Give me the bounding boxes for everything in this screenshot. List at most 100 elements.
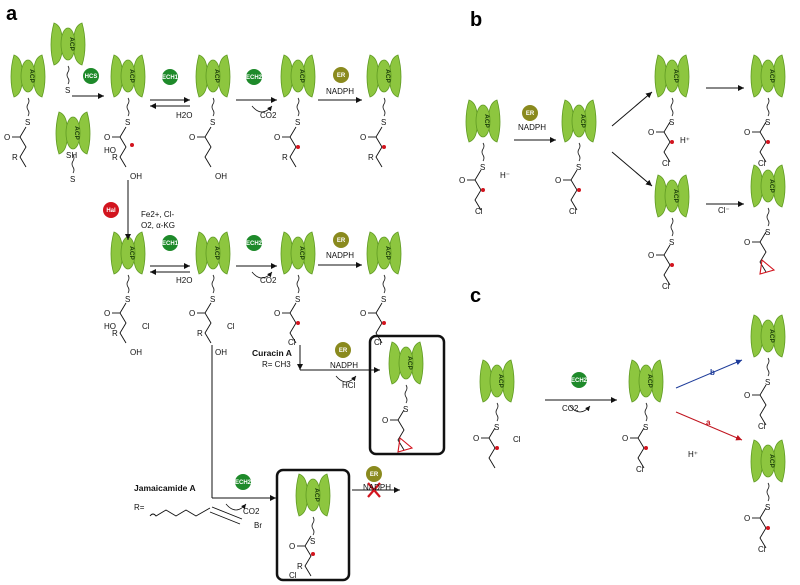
acp-label: ACP [73,126,80,140]
acp-lobe-left [195,54,209,98]
chlorine-label: Cl [142,322,150,331]
acp-lobe-right [217,54,231,98]
enzyme-circle [162,235,178,251]
sulfur-label: S [669,238,674,247]
acp-core [205,59,221,93]
oxygen-label: O [555,176,561,185]
cyclopropane-ring [759,258,776,275]
acp-lobe-right [676,174,690,218]
enzyme-circle [235,474,251,490]
acp-tether [644,402,648,422]
chlorine-label: Cl [662,282,670,291]
chain-bonds [289,302,297,344]
acp-core [305,478,321,512]
sulfur-label: S [381,295,386,304]
route-b-label: b [710,368,715,377]
oxygen-label: O [622,434,628,443]
acp-lobe-right [302,54,316,98]
cyclopropane-ring [397,436,414,453]
enzyme-badge: ECH2 [235,474,252,490]
nadph-label-1: NADPH [326,87,354,96]
stereocenter-dot [296,321,300,325]
acp-label: ACP [646,374,653,388]
enzyme-circle [333,232,349,248]
sulfur-label: S [576,163,581,172]
acp-core [376,59,392,93]
acp-lobe-left [195,231,209,275]
enzyme-label: ER [339,348,348,354]
r-group-label: R [297,562,303,571]
acp-label: ACP [497,374,504,388]
oxygen-label: O [4,133,10,142]
acp-core [376,236,392,270]
acp-lobe-left [750,54,764,98]
acp-label: ACP [28,69,35,83]
stereocenter-dot [495,446,499,450]
enzyme-circle [571,372,587,388]
acp-label: ACP [483,114,490,128]
acp-core [290,59,306,93]
chlorine-label: Cl [288,338,296,347]
acp-tether [311,516,315,536]
acp-tether [670,217,674,237]
acp-lobe-right [487,99,501,143]
curacin-name: Curacin A [252,348,292,358]
acp-core [664,179,680,213]
acp-label: ACP [406,356,413,370]
acp-lobe-right [772,314,786,358]
sulfur-label: S [65,86,70,95]
thioester-chain: OCl [360,302,386,347]
stereocenter-dot [577,188,581,192]
panel-label-c: c [470,285,481,307]
curacin-r-group: R= CH3 [262,360,291,369]
acp-lobe-left [750,314,764,358]
sulfur-label: S [295,295,300,304]
chain-bonds [304,535,312,577]
sulfur-label: S [765,228,770,237]
reaction-arrows [72,85,744,511]
acp-label: ACP [213,246,220,260]
enzyme-label: Hal [106,208,116,214]
hal-condition-1: Fe2+, Cl- [141,210,174,219]
acp-tether [126,97,130,117]
enzyme-badge: ER [366,466,382,482]
acp-tether [382,97,386,117]
acp-lobe-left [10,54,24,98]
thioester-chain: OCl [555,169,581,216]
acp-lobe-right [388,231,402,275]
chain-bonds [759,384,767,426]
sulfur-label: S [210,118,215,127]
chain-bonds [637,427,645,469]
enzyme-badge: ECH2 [246,235,263,251]
acp-lobe-right [583,99,597,143]
acp-core [290,236,306,270]
acp-core [489,364,505,398]
stereocenter-dot [130,143,134,147]
oxygen-label: O [104,133,110,142]
side-product-arrow [225,503,247,511]
acp-label: ACP [768,179,775,193]
acp-core [65,116,81,150]
thioester-chain: OCl [622,427,648,474]
acp-label: ACP [579,114,586,128]
enzyme-badge: ER [333,232,349,248]
chlorine-label: Cl [513,435,521,444]
panel-label-a: a [6,3,18,25]
h-plus-label-b: H⁺ [680,136,690,145]
thioester-chain: O [744,231,776,275]
acp-tether [66,65,70,85]
acp-core [571,104,587,138]
acp-domain: ACP S [561,99,597,172]
chain-bonds [397,409,405,451]
acp-lobe-right [132,231,146,275]
enzyme-badge: Hal [103,202,119,218]
